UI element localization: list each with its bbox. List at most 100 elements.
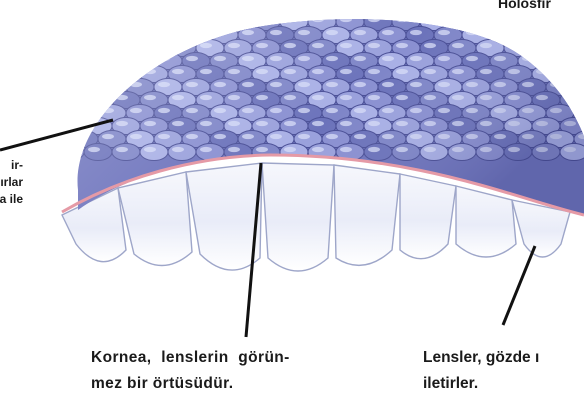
facet-highlight — [550, 56, 562, 61]
facet-highlight — [452, 17, 464, 22]
facet-cell — [574, 79, 584, 96]
facet-cell — [56, 144, 84, 161]
facet-highlight — [158, 30, 170, 35]
facet-cell — [140, 14, 168, 31]
facet-highlight — [60, 121, 72, 126]
facet-highlight — [508, 43, 520, 48]
facet-highlight — [424, 17, 436, 22]
facet-highlight — [228, 17, 240, 22]
facet-cell — [112, 66, 140, 83]
lens-cell — [400, 174, 456, 259]
facet-highlight — [60, 17, 72, 22]
facet-cell — [560, 40, 584, 57]
facet-cell — [560, 14, 584, 31]
facet-cell — [112, 40, 140, 57]
facet-cell — [98, 79, 126, 96]
facet-highlight — [74, 56, 86, 61]
facet-highlight — [116, 17, 128, 22]
facet-cell — [532, 14, 560, 31]
facet-highlight — [536, 43, 548, 48]
facet-cell — [154, 27, 182, 44]
facet-cell — [504, 14, 532, 31]
cornea-caption-line-2: mez bir örtüsüdür. — [91, 371, 290, 397]
facet-cell — [56, 66, 84, 83]
facet-highlight — [116, 43, 128, 48]
label-left-line-3: a ile — [0, 191, 23, 208]
facet-highlight — [564, 17, 576, 22]
label-left-line-2: ırlar — [0, 174, 23, 191]
facet-highlight — [60, 43, 72, 48]
facet-highlight — [144, 43, 156, 48]
facet-cell — [476, 14, 504, 31]
facet-highlight — [60, 95, 72, 100]
facet-highlight — [480, 17, 492, 22]
lens-cell — [262, 163, 334, 271]
facet-cell — [84, 92, 112, 109]
facet-highlight — [214, 30, 226, 35]
facet-highlight — [578, 30, 584, 35]
facet-cell — [56, 92, 84, 109]
facet-cell — [84, 40, 112, 57]
facet-highlight — [88, 69, 100, 74]
facet-highlight — [74, 30, 86, 35]
cornea-caption: Kornea, lenslerin görün- mez bir örtüsüd… — [91, 345, 290, 397]
facet-cell — [70, 79, 98, 96]
facet-highlight — [508, 17, 520, 22]
facet-cell — [112, 14, 140, 31]
facet-highlight — [578, 56, 584, 61]
facet-highlight — [550, 30, 562, 35]
facet-highlight — [74, 108, 86, 113]
facet-highlight — [102, 30, 114, 35]
facet-cell — [518, 27, 546, 44]
facet-cell — [84, 66, 112, 83]
label-left-line-1: ir- — [0, 157, 23, 174]
facet-cell — [70, 27, 98, 44]
facet-highlight — [116, 69, 128, 74]
facet-cell — [448, 14, 476, 31]
facet-highlight — [130, 56, 142, 61]
facet-highlight — [172, 17, 184, 22]
facet-highlight — [564, 43, 576, 48]
facet-cell — [490, 27, 518, 44]
facet-cell — [126, 27, 154, 44]
facet-highlight — [564, 95, 576, 100]
facet-highlight — [102, 82, 114, 87]
facet-highlight — [522, 30, 534, 35]
facet-highlight — [200, 17, 212, 22]
facet-highlight — [578, 108, 584, 113]
facet-highlight — [60, 147, 72, 152]
facet-cell — [140, 40, 168, 57]
facet-cell — [98, 27, 126, 44]
facet-highlight — [130, 30, 142, 35]
facet-cell — [126, 53, 154, 70]
facet-cell — [574, 27, 584, 44]
label-left: ir- ırlar a ile — [0, 157, 23, 208]
facet-cell — [546, 53, 574, 70]
facet-highlight — [172, 43, 184, 48]
facet-highlight — [60, 69, 72, 74]
facet-cell — [168, 14, 196, 31]
facet-cell — [182, 27, 210, 44]
cornea-caption-line-1: Kornea, lenslerin görün- — [91, 345, 290, 371]
facet-cell — [560, 66, 584, 83]
lens-caption: Lensler, gözde ı iletirler. — [423, 345, 539, 397]
lens-caption-line-1: Lensler, gözde ı — [423, 345, 539, 371]
facet-highlight — [74, 134, 86, 139]
facet-highlight — [564, 69, 576, 74]
facet-highlight — [88, 43, 100, 48]
lens-cell — [118, 172, 192, 266]
lens-cell — [456, 186, 516, 257]
facet-highlight — [74, 82, 86, 87]
leader-line-lens — [503, 246, 535, 325]
facet-cell — [70, 53, 98, 70]
facet-highlight — [144, 17, 156, 22]
facet-highlight — [88, 95, 100, 100]
facet-cell — [56, 40, 84, 57]
facet-cell — [574, 53, 584, 70]
facet-highlight — [186, 30, 198, 35]
facet-cell — [196, 14, 224, 31]
facet-cell — [224, 14, 252, 31]
lens-caption-line-2: iletirler. — [423, 371, 539, 397]
